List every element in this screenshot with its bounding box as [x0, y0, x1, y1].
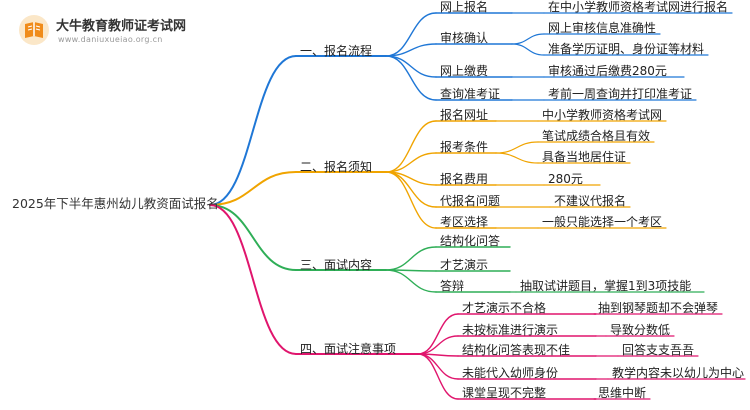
child-node-label: 报名网址: [440, 108, 489, 122]
connector-line: [511, 33, 545, 45]
child-node-label: 网上缴费: [440, 64, 489, 78]
detail-node-label: 不建议代报名: [554, 194, 627, 208]
detail-node-label: 考前一周查询并打印准考证: [548, 87, 693, 101]
connector-line: [417, 353, 459, 400]
book-logo-icon: [19, 15, 49, 45]
detail-node-label: 教学内容未以幼儿为中心: [612, 366, 745, 380]
child-node-label: 代报名问题: [440, 194, 501, 208]
child-node-label: 结构化问答: [440, 234, 501, 248]
detail-node-label: 在中小学教师资格考试网进行报名: [548, 0, 729, 14]
branch-label: 四、面试注意事项: [300, 342, 397, 356]
child-node-label: 答辩: [440, 279, 465, 293]
child-node-label: 报名费用: [440, 172, 489, 186]
connector-line: [385, 55, 437, 78]
detail-node-label: 网上审核信息准确性: [548, 21, 657, 35]
detail-node-label: 笔试成绩合格且有效: [542, 129, 651, 143]
connector-line: [385, 120, 437, 173]
detail-node-label: 中小学教师资格考试网: [542, 108, 663, 122]
detail-node-label: 思维中断: [598, 386, 647, 400]
connector-line: [209, 171, 297, 206]
detail-node-label: 280元: [548, 172, 583, 186]
connector-line: [385, 171, 437, 229]
site-logo[interactable]: 大牛教育教师证考试网 www.daniuxueiao.org.cn: [8, 10, 198, 52]
logo-title: 大牛教育教师证考试网: [56, 19, 187, 34]
connector-line: [385, 171, 437, 208]
child-node-label: 课堂呈现不完整: [462, 386, 547, 400]
child-node-label: 未能代入幼师身份: [462, 366, 559, 380]
connector-line: [385, 55, 437, 101]
child-node-label: 未按标准进行演示: [462, 323, 559, 337]
child-node-label: 查询准考证: [440, 87, 501, 101]
child-node-label: 网上报名: [440, 0, 489, 14]
branch-label: 三、面试内容: [300, 258, 373, 272]
connector-line: [209, 55, 297, 206]
child-node-label: 审核确认: [440, 31, 489, 45]
detail-node-label: 一般只能选择一个考区: [542, 215, 663, 229]
child-node-label: 才艺演示不合格: [462, 301, 547, 315]
detail-node-label: 准备学历证明、身份证等材料: [548, 42, 705, 56]
connector-line: [417, 313, 459, 355]
detail-node-label: 回答支支吾吾: [622, 343, 695, 357]
connector-line: [417, 335, 459, 355]
child-node-label: 结构化问答表现不佳: [462, 343, 571, 357]
connector-line: [209, 204, 297, 271]
child-node-label: 才艺演示: [440, 258, 489, 272]
detail-node-label: 抽取试讲题目，掌握1到3项技能: [520, 279, 692, 293]
connector-line: [385, 246, 437, 271]
connector-line: [209, 204, 297, 355]
branch-label: 一、报名流程: [300, 44, 373, 58]
connector-line: [495, 152, 539, 164]
branch-label: 二、报名须知: [300, 160, 373, 174]
logo-url: www.daniuxueiao.org.cn: [58, 35, 163, 44]
connector-line: [385, 43, 437, 57]
child-node-label: 考区选择: [440, 215, 489, 229]
mindmap-root: 2025年下半年惠州幼儿教资面试报名: [12, 196, 219, 211]
connector-line: [495, 141, 539, 154]
connector-line: [385, 12, 437, 57]
detail-node-label: 具备当地居住证: [542, 150, 627, 164]
connector-line: [511, 43, 545, 56]
detail-node-label: 审核通过后缴费280元: [548, 64, 667, 78]
detail-node-label: 抽到钢琴题却不会弹琴: [598, 301, 719, 315]
detail-node-label: 导致分数低: [610, 323, 671, 337]
connector-line: [385, 152, 437, 173]
child-node-label: 报考条件: [440, 140, 489, 154]
connector-line: [385, 269, 437, 293]
